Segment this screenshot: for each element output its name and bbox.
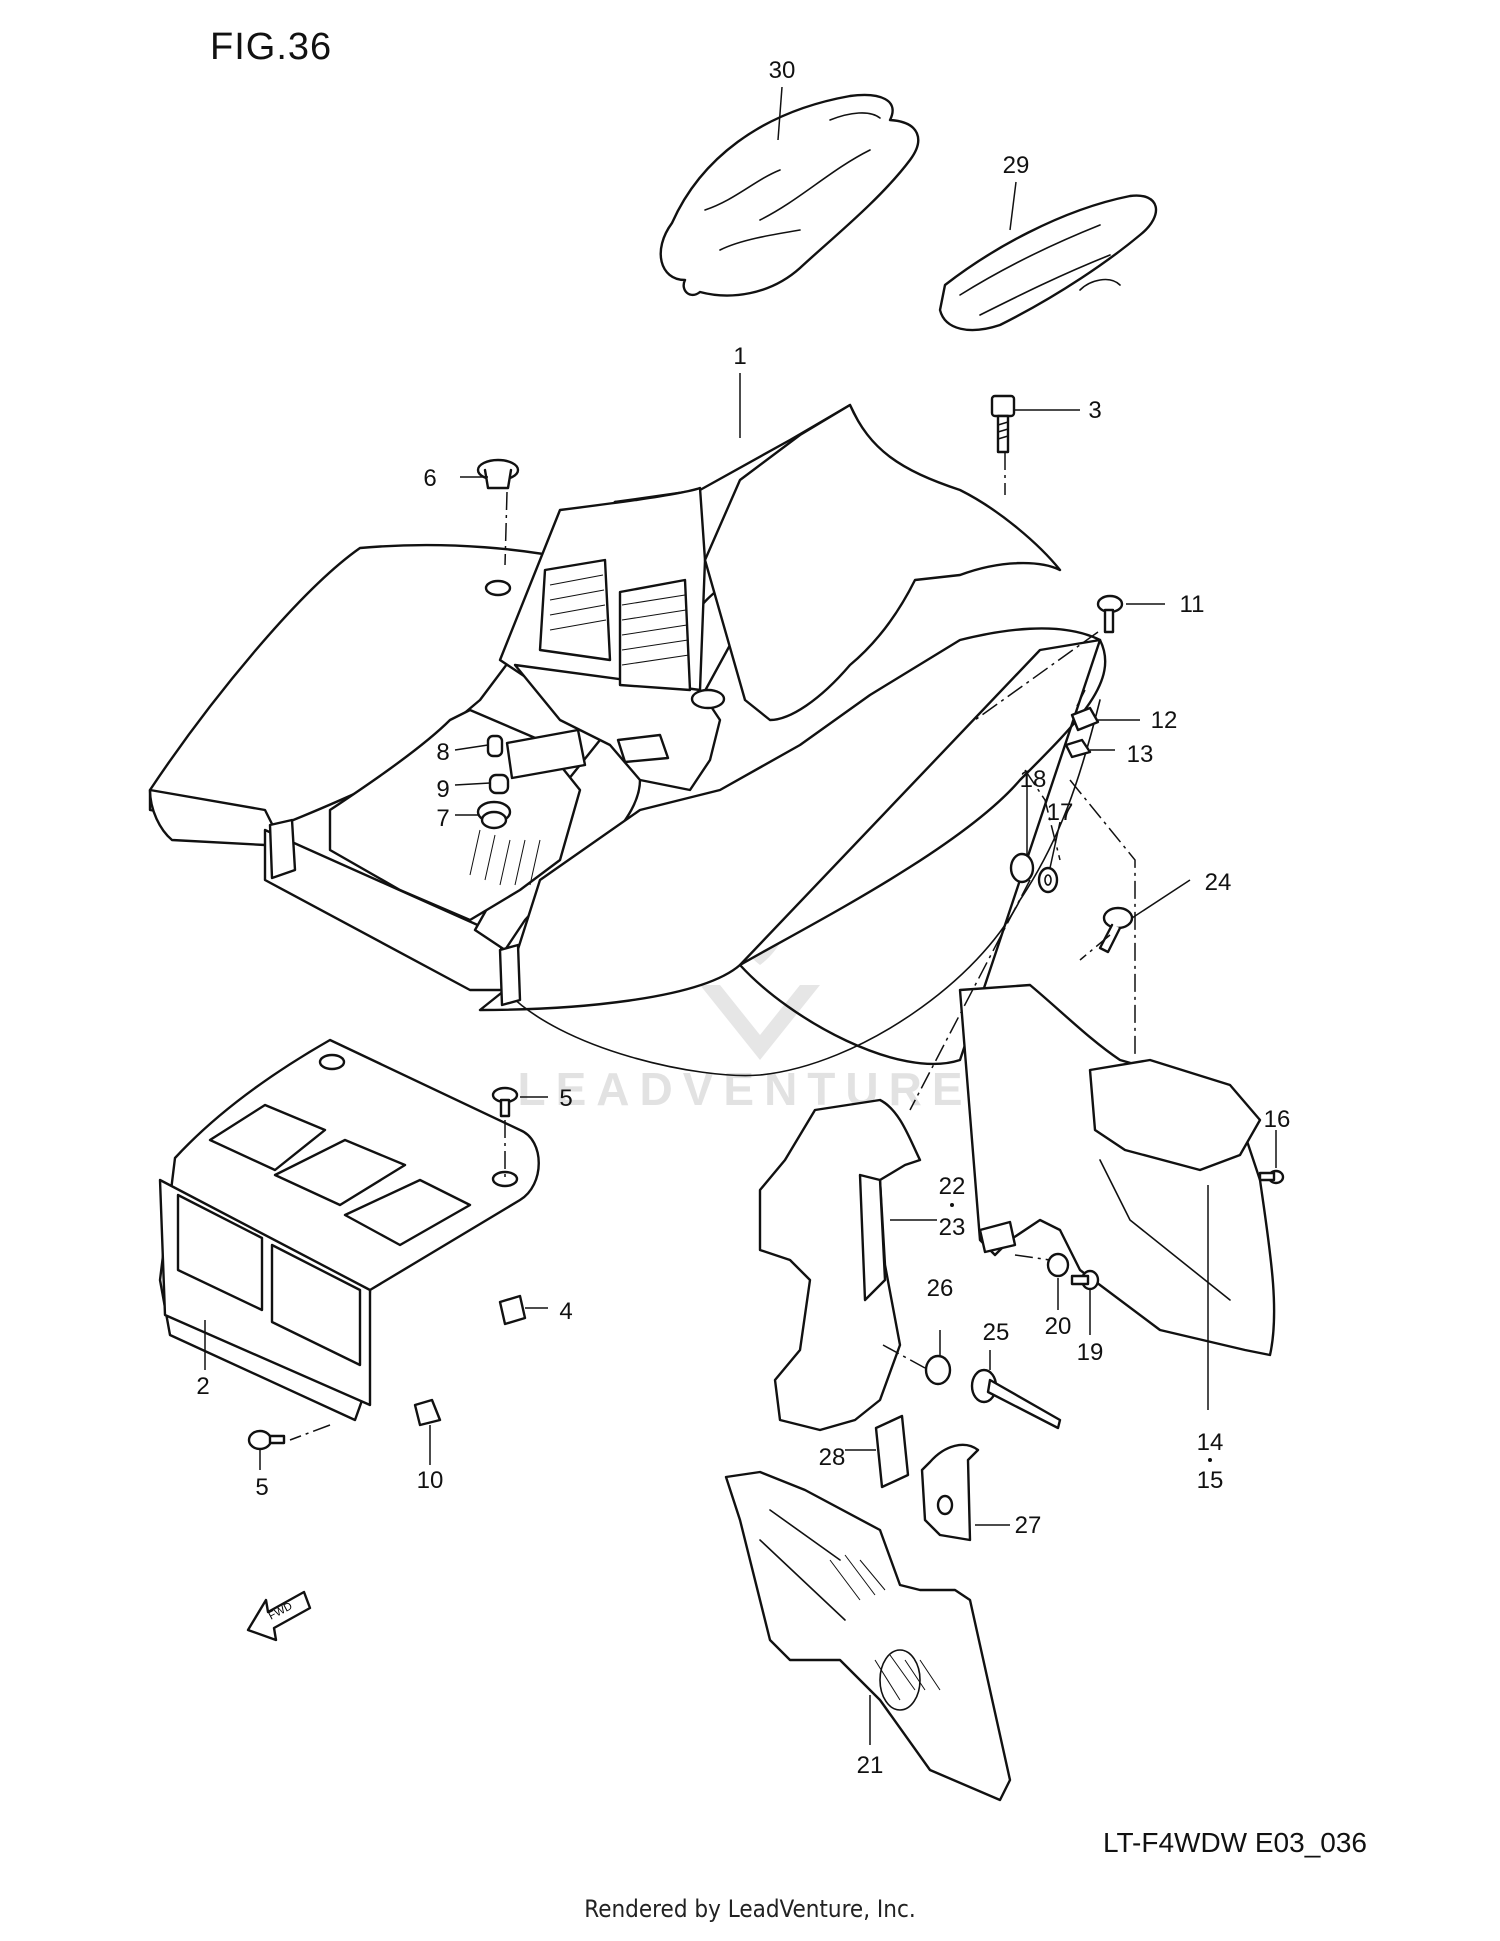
fwd-arrow-icon: FWD (246, 1590, 312, 1642)
label-7: 7 (436, 805, 449, 832)
label-23: 23 (939, 1214, 966, 1241)
cushion-8 (486, 734, 504, 758)
plug-6 (476, 458, 520, 490)
label-5-bottom: 5 (255, 1474, 268, 1501)
inner-fender-panel (958, 983, 1276, 1357)
label-pair-dots (950, 1203, 1212, 1462)
label-18: 18 (1020, 766, 1047, 793)
label-21: 21 (857, 1752, 884, 1779)
label-24: 24 (1205, 869, 1232, 896)
bolt-3 (990, 394, 1016, 454)
label-6: 6 (423, 465, 436, 492)
label-4: 4 (559, 1298, 572, 1325)
footer-credit: Rendered by LeadVenture, Inc. (584, 1895, 916, 1923)
screw-11 (1096, 594, 1124, 634)
cushion-9 (488, 773, 510, 795)
label-20: 20 (1045, 1313, 1072, 1340)
label-29: 29 (1003, 152, 1030, 179)
screw-24 (1098, 906, 1134, 954)
nut-20 (1046, 1252, 1070, 1278)
label-13: 13 (1127, 741, 1154, 768)
model-code: LT-F4WDW E03_036 (1102, 1827, 1367, 1858)
seal-28 (874, 1414, 910, 1489)
label-12: 12 (1151, 707, 1178, 734)
label-27: 27 (1015, 1512, 1042, 1539)
label-10: 10 (417, 1467, 444, 1494)
nut-10 (413, 1398, 442, 1427)
screw-5-bottom (247, 1429, 286, 1451)
mud-guard (724, 1470, 1012, 1802)
grommet-7 (476, 800, 512, 830)
label-17: 17 (1047, 799, 1074, 826)
label-28: 28 (819, 1444, 846, 1471)
label-14: 14 (1197, 1429, 1224, 1456)
cushion-26 (924, 1354, 952, 1386)
rivet-25 (970, 1368, 1062, 1430)
label-25: 25 (983, 1319, 1010, 1346)
watermark-text: LEADVENTURE (517, 1063, 972, 1115)
label-2: 2 (196, 1373, 209, 1400)
screw-5-top (491, 1086, 519, 1118)
label-22: 22 (939, 1173, 966, 1200)
mud-flap (758, 1098, 922, 1432)
label-26: 26 (927, 1275, 954, 1302)
decal-quadrunner-4wd (659, 93, 920, 297)
label-15: 15 (1197, 1467, 1224, 1494)
figure-title: FIG.36 (210, 26, 333, 68)
label-19: 19 (1077, 1339, 1104, 1366)
clip-4 (498, 1294, 527, 1326)
label-16: 16 (1264, 1106, 1291, 1133)
label-1: 1 (733, 343, 746, 370)
front-cover (158, 1038, 540, 1422)
part-labels: 30 29 1 3 6 11 12 13 8 9 7 18 17 24 5 4 … (196, 57, 1290, 1779)
clip-nut-12 (1070, 706, 1100, 732)
screw-16 (1258, 1169, 1285, 1185)
nut-18 (1009, 852, 1035, 884)
label-5-top: 5 (559, 1085, 572, 1112)
label-9: 9 (436, 776, 449, 803)
nut-13 (1064, 738, 1092, 759)
washer-17 (1037, 866, 1059, 894)
bracket-27 (920, 1443, 980, 1542)
bolt-19 (1070, 1269, 1100, 1291)
front-fender (148, 403, 1107, 1077)
decal-quadrunner-4wd-small (938, 194, 1158, 332)
label-3: 3 (1088, 397, 1101, 424)
leader-lines (204, 86, 1277, 1745)
label-8: 8 (436, 739, 449, 766)
label-11: 11 (1180, 591, 1205, 618)
label-30: 30 (769, 57, 796, 84)
assembly-guide-lines (289, 452, 1136, 1441)
